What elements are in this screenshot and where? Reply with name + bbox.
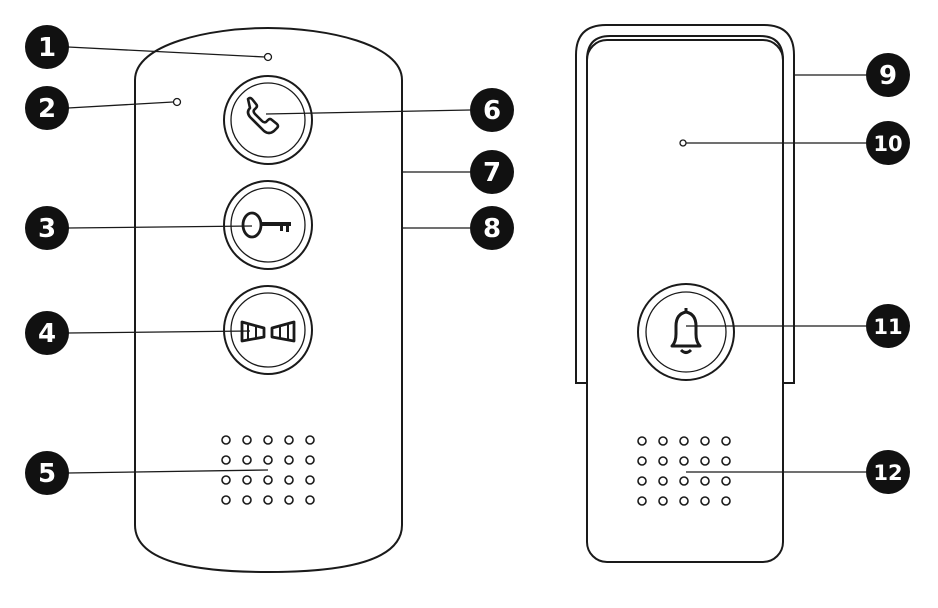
key-icon (241, 211, 291, 239)
speaker-hole (263, 475, 273, 485)
svg-text:3: 3 (38, 214, 56, 244)
speaker-hole (637, 496, 647, 506)
svg-text:8: 8 (483, 214, 501, 244)
leader-lines (67, 46, 866, 474)
speaker-hole (679, 496, 689, 506)
svg-text:5: 5 (38, 459, 56, 489)
speaker-hole (221, 435, 231, 445)
speaker-hole (679, 476, 689, 486)
callout-4: 4 (25, 311, 69, 355)
svg-text:10: 10 (873, 132, 902, 156)
speaker-hole (658, 436, 668, 446)
callout-9: 9 (866, 53, 910, 97)
speaker-hole (305, 455, 315, 465)
speaker-hole (284, 495, 294, 505)
callout-2: 2 (25, 86, 69, 130)
speaker-hole (305, 475, 315, 485)
speaker-hole (637, 476, 647, 486)
svg-text:1: 1 (38, 33, 56, 63)
speaker-hole (637, 436, 647, 446)
speaker-hole (721, 456, 731, 466)
speaker-hole (263, 495, 273, 505)
speaker-hole (700, 476, 710, 486)
callout-7: 7 (470, 150, 514, 194)
speaker-hole (305, 435, 315, 445)
speaker-hole (242, 475, 252, 485)
speaker-hole (242, 435, 252, 445)
svg-text:4: 4 (38, 319, 56, 349)
speaker-hole (221, 475, 231, 485)
handset-speaker-grille (221, 435, 315, 505)
mounting-bracket (575, 24, 795, 384)
gate-icon (240, 320, 296, 343)
speaker-hole (721, 496, 731, 506)
microphone-hole (263, 52, 273, 62)
callout-badges: 1 2 3 4 5 6 7 8 (25, 25, 910, 495)
svg-text:7: 7 (483, 158, 501, 188)
callout-12: 12 (866, 450, 910, 494)
callout-11: 11 (866, 304, 910, 348)
speaker-hole (700, 436, 710, 446)
svg-text:12: 12 (873, 461, 902, 485)
gate-button[interactable] (223, 285, 313, 375)
speaker-hole (700, 496, 710, 506)
speaker-hole (221, 455, 231, 465)
speaker-hole (284, 435, 294, 445)
svg-text:2: 2 (38, 94, 56, 124)
speaker-hole (700, 456, 710, 466)
call-button[interactable] (223, 75, 313, 165)
callout-5: 5 (25, 451, 69, 495)
speaker-hole (221, 495, 231, 505)
speaker-hole (284, 455, 294, 465)
speaker-hole (658, 476, 668, 486)
callout-3: 3 (25, 206, 69, 250)
speaker-hole (242, 495, 252, 505)
speaker-hole (637, 456, 647, 466)
svg-text:11: 11 (873, 315, 902, 339)
doorbell-unit (575, 24, 795, 563)
speaker-hole (305, 495, 315, 505)
svg-text:9: 9 (879, 61, 897, 91)
handset-unit (134, 26, 406, 574)
svg-text:6: 6 (483, 96, 501, 126)
callout-1: 1 (25, 25, 69, 69)
speaker-hole (263, 435, 273, 445)
handset-body (134, 26, 403, 574)
speaker-hole (242, 455, 252, 465)
callout-10: 10 (866, 121, 910, 165)
speaker-hole (679, 456, 689, 466)
speaker-hole (679, 436, 689, 446)
speaker-hole (263, 455, 273, 465)
callout-6: 6 (470, 88, 514, 132)
sensor-hole (679, 139, 687, 147)
phone-handset-icon (246, 96, 280, 135)
unlock-button[interactable] (223, 180, 313, 270)
speaker-hole (721, 476, 731, 486)
speaker-hole (658, 456, 668, 466)
bell-button[interactable] (637, 283, 735, 381)
speaker-hole (721, 436, 731, 446)
speaker-hole (284, 475, 294, 485)
doorbell-speaker-grille (637, 436, 731, 506)
bell-icon (670, 308, 702, 354)
callout-8: 8 (470, 206, 514, 250)
status-led (172, 97, 182, 107)
speaker-hole (658, 496, 668, 506)
doorbell-body (586, 39, 784, 563)
